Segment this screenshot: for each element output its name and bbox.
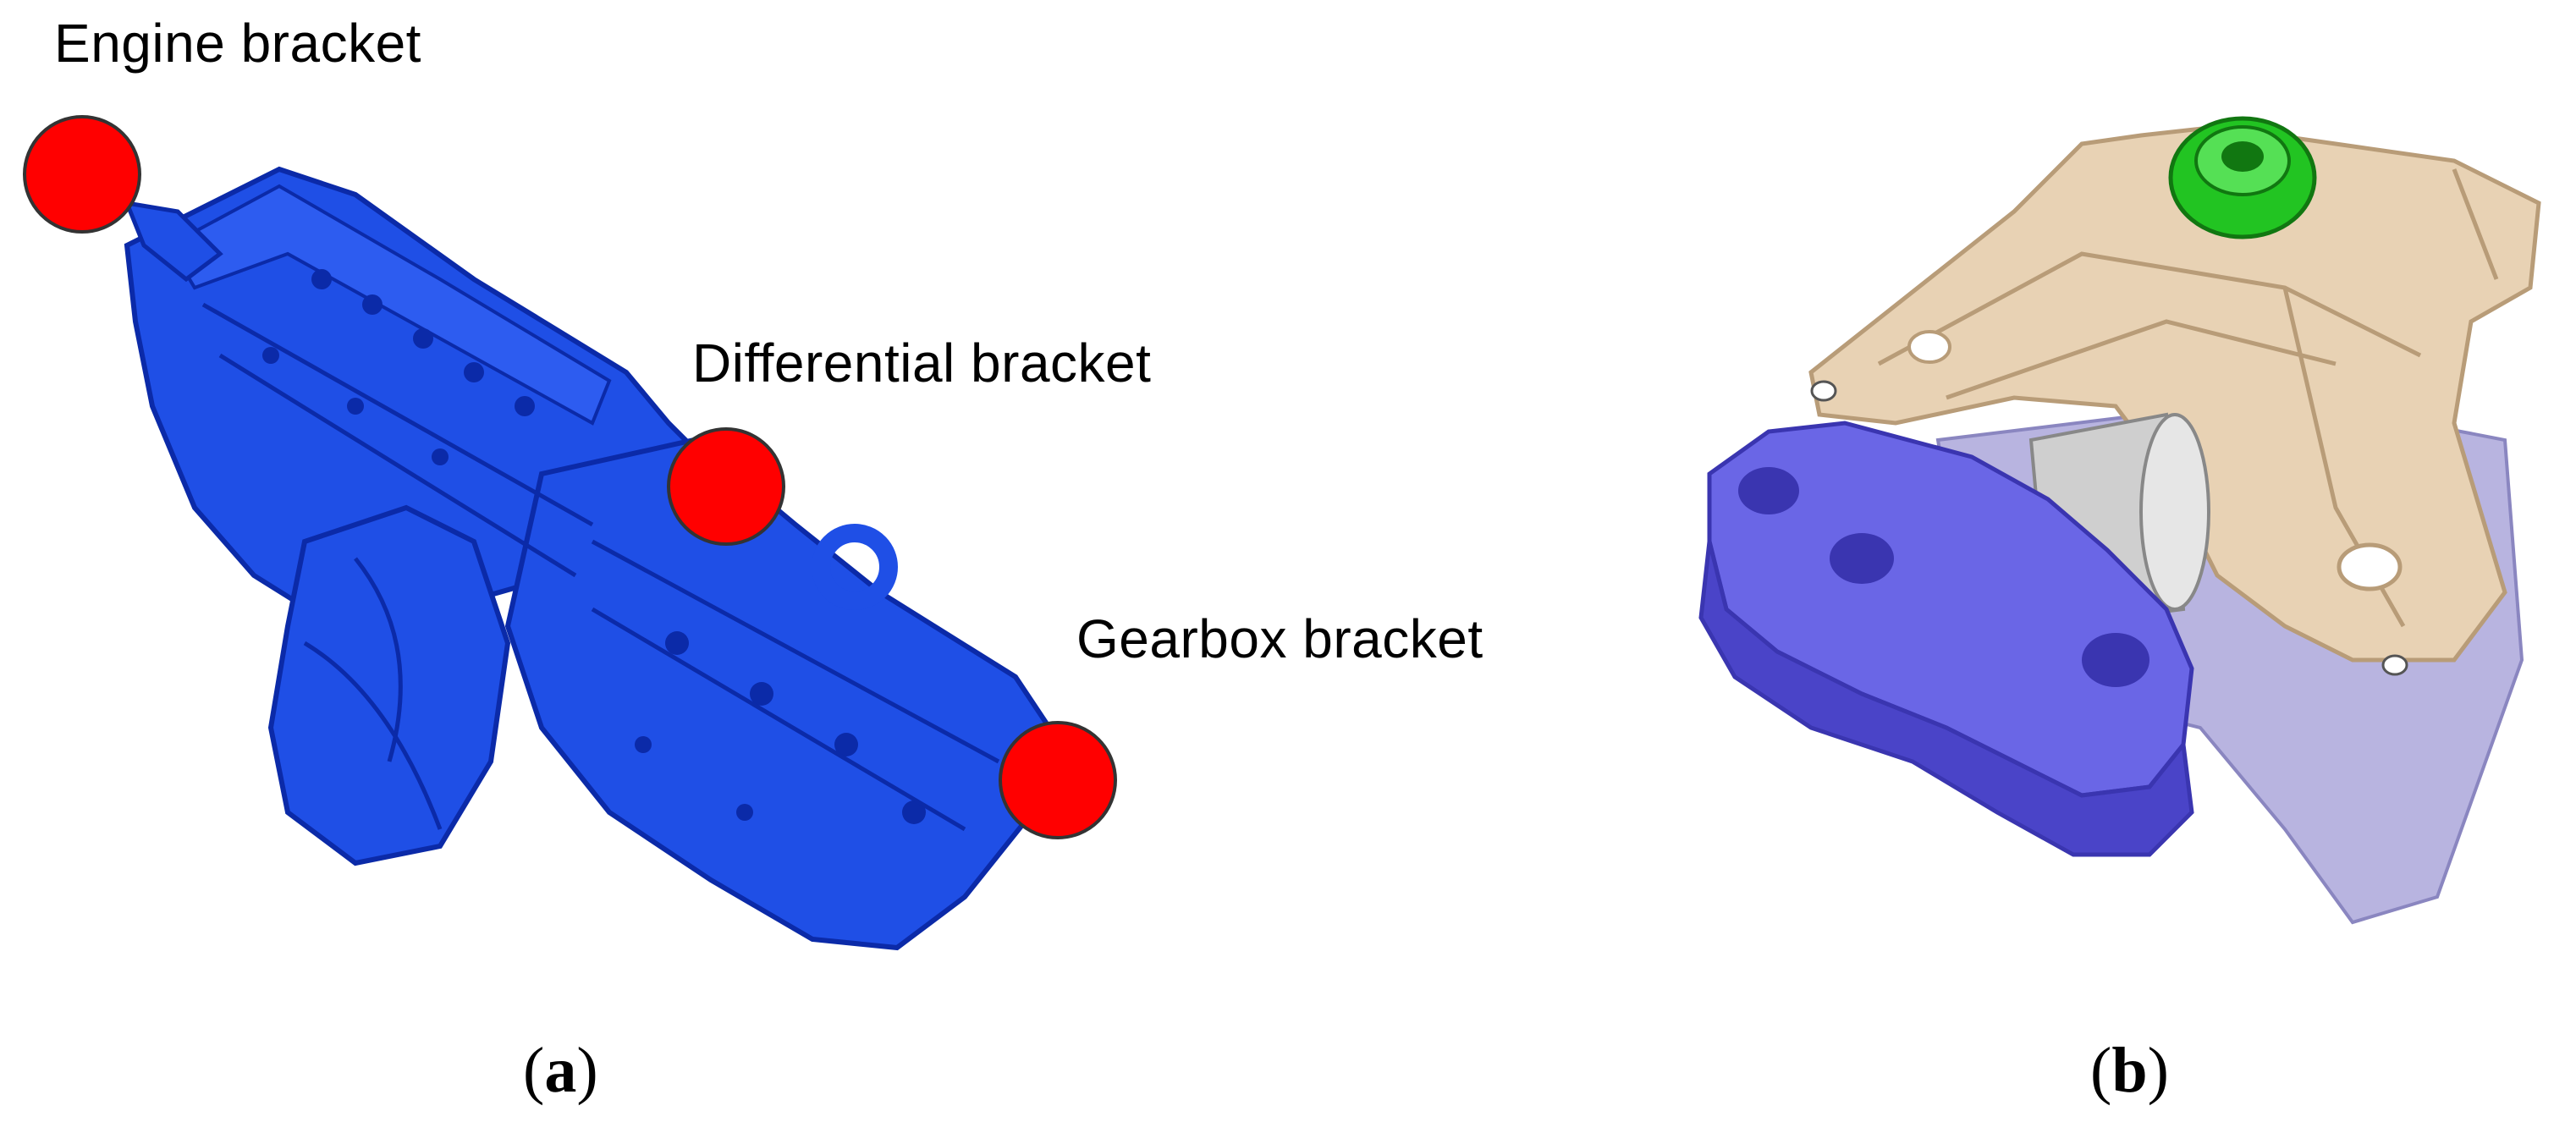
mount-cap (2168, 116, 2317, 239)
contour-lines (201, 302, 1000, 832)
differential-bracket-marker (667, 427, 785, 546)
cylinder-head (167, 184, 612, 426)
gearbox-bracket-marker (999, 721, 1117, 839)
lifting-ring (812, 524, 898, 610)
powertrain-illustration (23, 115, 1117, 951)
mount-upper-bracket (1808, 124, 2541, 663)
bracket-ribs (1877, 168, 2499, 628)
caption-b: (b) (2090, 1035, 2169, 1106)
engine-bracket-arm (124, 200, 223, 283)
surface-details (262, 269, 926, 824)
engine-bracket-label: Engine bracket (54, 13, 421, 74)
exhaust-manifold (267, 504, 511, 866)
powertrain-body (124, 166, 1053, 951)
caption-a: (a) (523, 1035, 598, 1106)
arm-holes (1738, 467, 2149, 687)
bracket-holes (1810, 330, 2408, 676)
mount-arm-side (1698, 541, 2194, 857)
engine-bracket-marker (23, 115, 141, 234)
engine-mount-illustration (1698, 116, 2541, 925)
differential-bracket-label: Differential bracket (692, 333, 1152, 393)
gearbox-bracket-label: Gearbox bracket (1076, 608, 1483, 669)
